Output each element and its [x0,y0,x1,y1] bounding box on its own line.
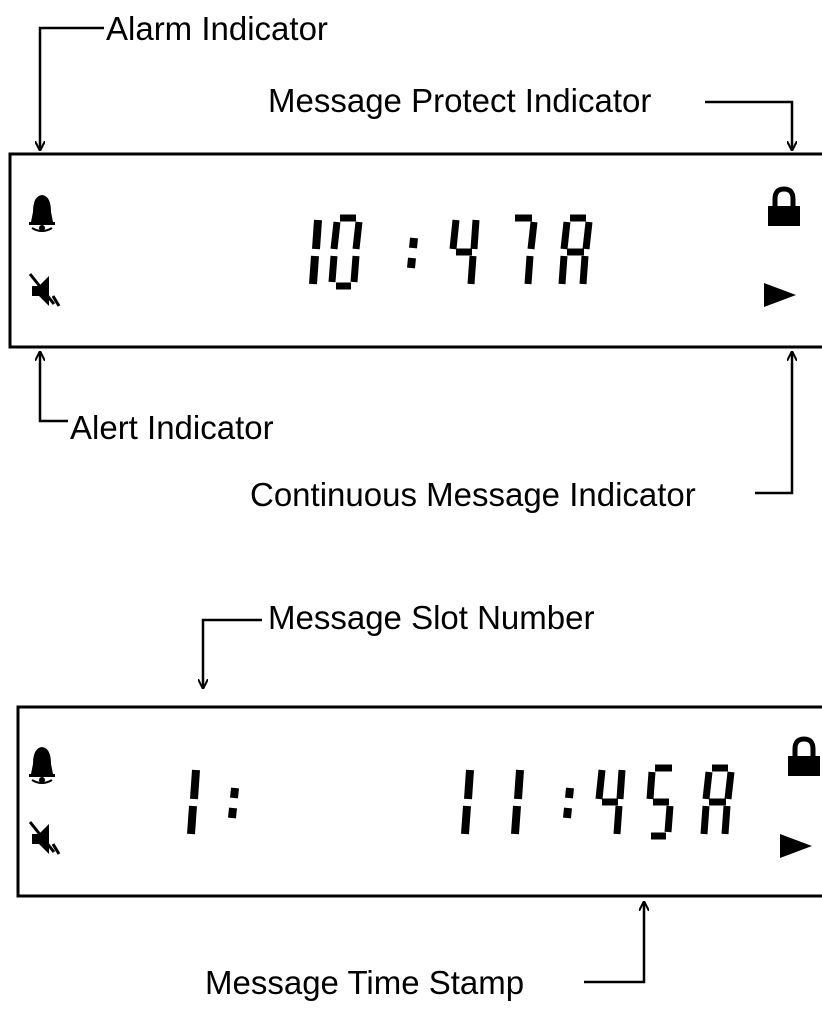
colon [411,238,414,268]
digit-1 [313,220,318,284]
alarm-indicator-arrow [40,26,104,150]
message-time-stamp-label: Message Time Stamp [205,964,525,1001]
play-arrow-icon [780,834,812,858]
continuous-message-indicator-label: Continuous Message Indicator [250,476,696,513]
play-arrow-icon [764,283,796,307]
digit-4 [599,770,622,834]
alarm-indicator-label: Alarm Indicator [106,10,328,47]
digit-5 [650,768,672,836]
time-display-1 [313,218,589,286]
digit-4 [453,220,476,284]
message-protect-indicator-label: Message Protect Indicator [268,82,652,119]
continuous-message-arrow [755,352,792,495]
digit-0 [332,218,359,286]
time-stamp-arrow [584,902,644,984]
colon [567,788,570,818]
letter-a [562,218,589,284]
digit-7 [515,218,534,284]
colon [232,788,235,818]
time-stamp-display [465,768,731,836]
lock-icon [788,739,820,776]
message-protect-arrow [705,100,792,150]
bell-icon [28,194,56,232]
lcd-panel-1 [8,152,822,349]
speaker-muted-icon [28,820,61,856]
alert-indicator-label: Alert Indicator [70,409,274,446]
lcd-panel-2 [16,705,822,898]
digit-1 [465,770,470,834]
speaker-muted-icon [28,272,61,308]
message-slot-number-label: Message Slot Number [268,599,595,636]
bell-icon [28,746,56,784]
digit-1 [515,770,520,834]
lock-icon [768,189,800,226]
letter-a [704,768,731,834]
alert-indicator-arrow [40,352,68,423]
slot-number-arrow [203,618,262,688]
slot-number-display [191,770,235,834]
digit-1 [191,770,196,834]
